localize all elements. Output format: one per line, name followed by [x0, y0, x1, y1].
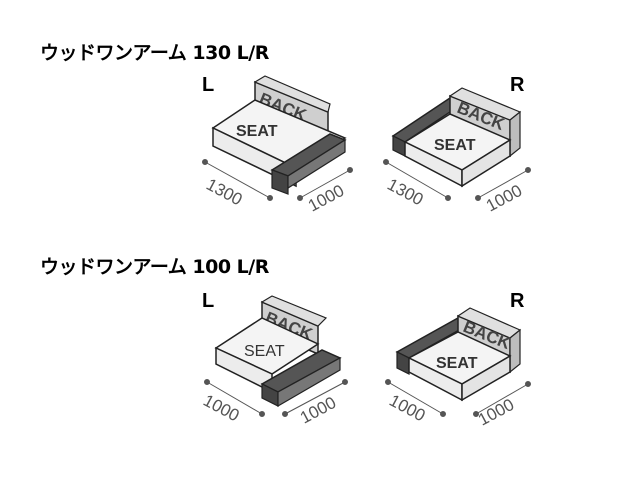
seat-label: SEAT — [244, 343, 285, 360]
wood-arm — [260, 349, 342, 408]
seat-cushion: SEAT — [407, 331, 512, 402]
side-label-right-130: R — [510, 74, 525, 96]
seat-label: SEAT — [236, 123, 278, 140]
dimension-lines — [202, 159, 353, 201]
side-label-left-130: L — [202, 74, 215, 96]
side-label-right-100: R — [510, 290, 525, 312]
side-label-left-100: L — [202, 290, 215, 312]
seat-cushion: SEAT — [403, 113, 512, 188]
dimension-lines — [383, 159, 531, 201]
section-title-100: ウッドワンアーム 100 L/R — [40, 256, 269, 278]
dimension-lines — [385, 379, 531, 417]
depth-dimension: 1000 — [475, 395, 517, 430]
section-title-130: ウッドワンアーム 130 L/R — [40, 42, 269, 64]
seat-label: SEAT — [436, 355, 478, 372]
wood-arm — [270, 133, 347, 195]
width-dimension: 1000 — [386, 391, 428, 426]
seat-cushion: SEAT — [214, 317, 320, 394]
seat-label: SEAT — [434, 137, 476, 154]
dimension-lines — [204, 379, 348, 417]
